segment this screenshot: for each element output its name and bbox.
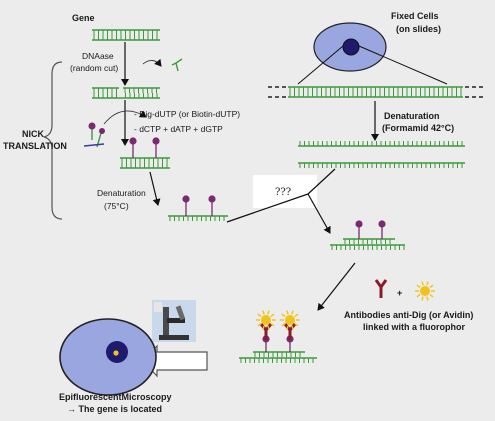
microscopy-label: EpifluorescentMicroscopy	[59, 392, 172, 402]
bound-fluorophor-2	[280, 310, 300, 330]
labeled-double-strand	[120, 157, 170, 169]
hybridized-label-2	[378, 220, 386, 239]
chromosome-double-strand	[268, 86, 485, 98]
bound-antibody-2	[283, 323, 297, 340]
probe-label-2	[152, 137, 160, 158]
denaturation-probe-temp: (75°C)	[104, 201, 129, 211]
cut-double-strand	[92, 87, 160, 99]
dnaase-label: DNAase	[82, 51, 114, 61]
brace	[43, 61, 63, 220]
detection-complex	[239, 351, 317, 363]
arrow-to-detection	[317, 262, 356, 311]
single-strand-probe	[168, 215, 228, 221]
unknown-text: ???	[275, 187, 291, 198]
translation-label: TRANSLATION	[3, 141, 67, 151]
on-slides-label: (on slides)	[396, 24, 441, 34]
gene-label: Gene	[72, 13, 95, 23]
denaturation-target-label: Denaturation	[384, 111, 440, 121]
bound-antibody-1	[259, 323, 273, 340]
fluorophor-icon	[415, 281, 435, 301]
fixed-cells-label: Fixed Cells	[391, 11, 439, 21]
probe-label-1	[129, 137, 137, 158]
antibody-icon	[374, 279, 388, 298]
target-single-strand-bottom	[298, 162, 465, 168]
denaturation-target-temp: (Formamid 42°C)	[382, 123, 454, 133]
mix-line-2: - dCTP + dATP + dGTP	[134, 124, 223, 134]
gene-located-label: → The gene is located	[67, 404, 162, 414]
antibodies-label: Antibodies anti-Dig (or Avidin)	[344, 310, 473, 320]
fluorophor-label: linked with a fluorophor	[363, 322, 465, 332]
hybridized-label-1	[355, 220, 363, 239]
mix-line-1: - Dig-dUTP (or Biotin-dUTP)	[134, 109, 240, 119]
plus-sign: +	[397, 288, 402, 298]
probe-label-3	[182, 195, 190, 216]
denaturation-probe-label: Denaturation	[97, 188, 146, 198]
fluorescent-spot	[113, 350, 119, 356]
arrow-to-denaturation	[149, 171, 161, 206]
probe-label-4	[208, 195, 216, 216]
nucleus	[342, 38, 360, 56]
random-cut-label: (random cut)	[70, 63, 118, 73]
nick-label: NICK	[22, 129, 44, 139]
gene-double-strand	[92, 29, 160, 41]
hybridized-probe-target	[330, 238, 405, 250]
bound-fluorophor-1	[256, 310, 276, 330]
hybridization-arrows	[226, 168, 336, 234]
microscope-icon	[152, 300, 196, 342]
dnaase-enzyme-icon	[142, 58, 183, 72]
target-single-strand-top	[298, 141, 465, 147]
fixed-cell	[297, 22, 448, 85]
labeled-cell	[59, 318, 157, 396]
labeled-nucleotides-icon	[83, 110, 147, 148]
